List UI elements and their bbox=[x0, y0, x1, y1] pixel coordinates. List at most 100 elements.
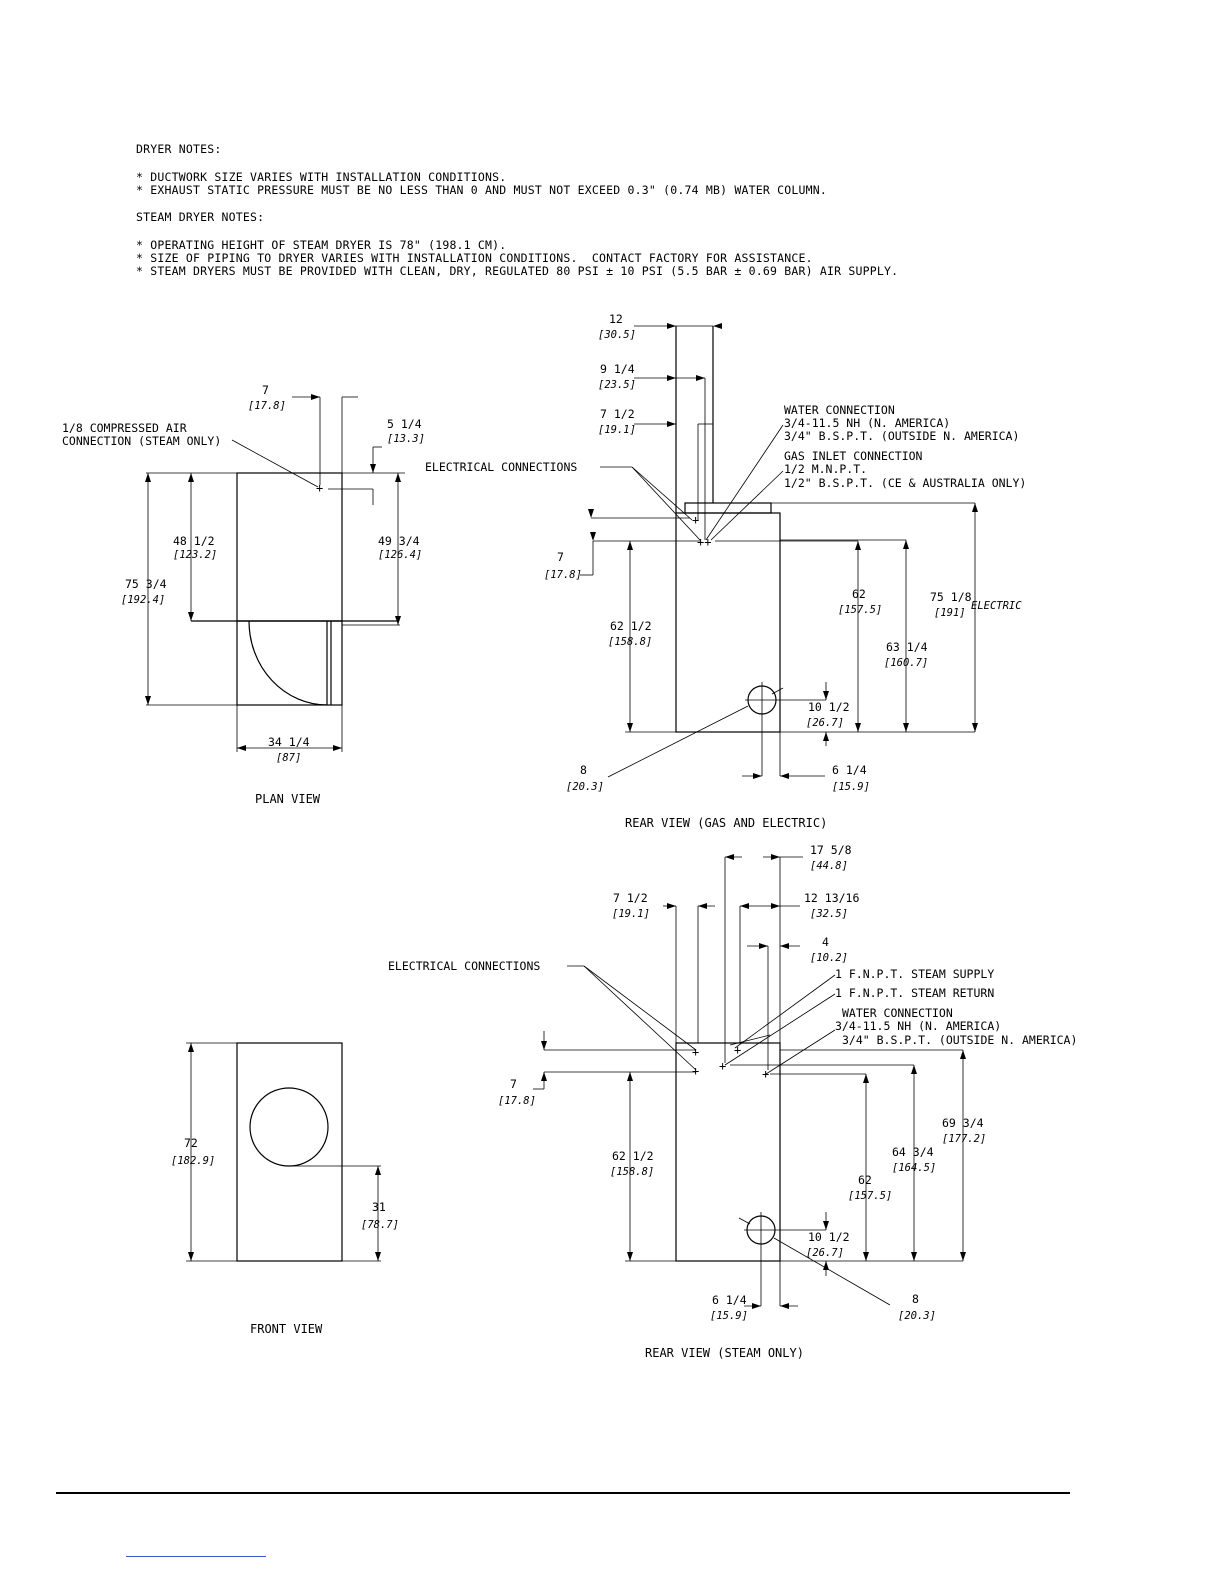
rear-gas-dim-6-1-4: 6 1/4 bbox=[832, 763, 867, 777]
svg-text:+: + bbox=[719, 1059, 726, 1073]
front-dim-72-mm: [182.9] bbox=[171, 1155, 215, 1167]
rear-gas-dim-63-1-4: 63 1/4 bbox=[886, 640, 928, 654]
rear-gas-water-label-3: 3/4" B.S.P.T. (OUTSIDE N. AMERICA) bbox=[784, 429, 1019, 443]
rear-gas-dim-8-mm: [20.3] bbox=[566, 781, 604, 793]
svg-text:+: + bbox=[316, 481, 323, 495]
front-dryer-body bbox=[236, 1042, 343, 1262]
rear-steam-caption: REAR VIEW (STEAM ONLY) bbox=[645, 1346, 804, 1360]
svg-text:+: + bbox=[692, 1064, 699, 1078]
rear-view-gas-electric: + ++ bbox=[425, 312, 1026, 830]
rear-gas-dim-75-1-8: 75 1/8 bbox=[930, 590, 972, 604]
dryer-note-2: * EXHAUST STATIC PRESSURE MUST BE NO LES… bbox=[136, 183, 827, 197]
svg-text:+: + bbox=[762, 1067, 769, 1081]
rear-steam-water-label-2: 3/4-11.5 NH (N. AMERICA) bbox=[835, 1019, 1001, 1033]
rear-steam-dim-6-1-4: 6 1/4 bbox=[712, 1293, 747, 1307]
plan-dim-49-3-4: 49 3/4 bbox=[378, 534, 420, 548]
dryer-note-1: * DUCTWORK SIZE VARIES WITH INSTALLATION… bbox=[136, 170, 507, 184]
steam-note-2: * SIZE OF PIPING TO DRYER VARIES WITH IN… bbox=[136, 251, 813, 265]
plan-view-caption: PLAN VIEW bbox=[255, 792, 321, 806]
rear-steam-dim-62-mm: [157.5] bbox=[848, 1190, 892, 1202]
steam-notes-heading: STEAM DRYER NOTES: bbox=[136, 210, 265, 224]
plan-door-swing bbox=[248, 620, 328, 706]
front-dim-31: 31 bbox=[372, 1200, 386, 1214]
rear-gas-top-duct bbox=[684, 502, 772, 514]
svg-text:+: + bbox=[692, 513, 699, 527]
svg-text:+: + bbox=[734, 1043, 741, 1057]
rear-steam-dim-62-1-2-mm: [158.8] bbox=[610, 1166, 654, 1178]
plan-dryer-body bbox=[236, 472, 343, 622]
rear-gas-water-label-1: WATER CONNECTION bbox=[784, 403, 895, 417]
plan-dim-7-mm: [17.8] bbox=[248, 400, 286, 412]
plan-dim-34-1-4-mm: [87] bbox=[276, 752, 301, 764]
rear-steam-dim-7-1-2: 7 1/2 bbox=[613, 891, 648, 905]
rear-steam-dim-64-3-4: 64 3/4 bbox=[892, 1145, 934, 1159]
plan-dim-7: 7 bbox=[262, 383, 269, 397]
rear-steam-dim-12-13-16: 12 13/16 bbox=[804, 891, 859, 905]
rear-steam-water-label-1: WATER CONNECTION bbox=[842, 1006, 953, 1020]
rear-gas-dim-7-1-2-mm: [19.1] bbox=[598, 424, 636, 436]
rear-gas-dim-10-1-2-mm: [26.7] bbox=[806, 717, 844, 729]
rear-steam-dim-64-3-4-mm: [164.5] bbox=[892, 1162, 936, 1174]
rear-gas-electric-label: ELECTRIC bbox=[971, 600, 1022, 612]
rear-steam-return-label: 1 F.N.P.T. STEAM RETURN bbox=[835, 986, 994, 1000]
rear-steam-dim-17-5-8-mm: [44.8] bbox=[810, 860, 848, 872]
plan-dim-48-1-2: 48 1/2 bbox=[173, 534, 215, 548]
front-view-caption: FRONT VIEW bbox=[250, 1322, 323, 1336]
plan-dim-49-3-4-mm: [126.4] bbox=[378, 549, 422, 561]
plan-dim-34-1-4: 34 1/4 bbox=[268, 735, 310, 749]
rear-gas-dim-7-mm: [17.8] bbox=[544, 569, 582, 581]
dryer-notes-heading: DRYER NOTES: bbox=[136, 142, 222, 156]
rear-gas-gas-label-1: GAS INLET CONNECTION bbox=[784, 449, 923, 463]
plan-dim-5-1-4-mm: [13.3] bbox=[387, 433, 425, 445]
rear-gas-dim-12: 12 bbox=[609, 312, 623, 326]
rear-gas-dim-7: 7 bbox=[557, 550, 564, 564]
rear-gas-dim-62: 62 bbox=[852, 587, 866, 601]
plan-door-area bbox=[236, 620, 343, 706]
rear-gas-dim-8: 8 bbox=[580, 763, 587, 777]
rear-steam-dim-6-1-4-mm: [15.9] bbox=[710, 1310, 748, 1322]
rear-steam-dim-10-1-2: 10 1/2 bbox=[808, 1230, 850, 1244]
rear-steam-electrical-label: ELECTRICAL CONNECTIONS bbox=[388, 959, 540, 973]
rear-steam-dim-69-3-4: 69 3/4 bbox=[942, 1116, 984, 1130]
front-dim-72: 72 bbox=[184, 1136, 198, 1150]
plan-dim-75-3-4-mm: [192.4] bbox=[121, 594, 165, 606]
plan-dim-75-3-4: 75 3/4 bbox=[125, 577, 167, 591]
plan-dim-5-1-4: 5 1/4 bbox=[387, 417, 422, 431]
rear-steam-dryer-body bbox=[675, 1042, 781, 1262]
rear-gas-dim-9-1-4: 9 1/4 bbox=[600, 362, 635, 376]
rear-gas-water-label-2: 3/4-11.5 NH (N. AMERICA) bbox=[784, 416, 950, 430]
rear-steam-dim-62: 62 bbox=[858, 1173, 872, 1187]
plan-compressed-air-label-2: CONNECTION (STEAM ONLY) bbox=[62, 434, 221, 448]
rear-gas-dim-9-1-4-mm: [23.5] bbox=[598, 379, 636, 391]
rear-gas-dim-63-1-4-mm: [160.7] bbox=[884, 657, 928, 669]
plan-compressed-air-label-1: 1/8 COMPRESSED AIR bbox=[62, 421, 187, 435]
rear-gas-electrical-label: ELECTRICAL CONNECTIONS bbox=[425, 460, 577, 474]
rear-gas-caption: REAR VIEW (GAS AND ELECTRIC) bbox=[625, 816, 827, 830]
rear-steam-dim-62-1-2: 62 1/2 bbox=[612, 1149, 654, 1163]
footer-rule bbox=[56, 1492, 1070, 1494]
steam-note-3: * STEAM DRYERS MUST BE PROVIDED WITH CLE… bbox=[136, 264, 899, 278]
rear-steam-dim-8-mm: [20.3] bbox=[898, 1310, 936, 1322]
rear-steam-dim-10-1-2-mm: [26.7] bbox=[806, 1247, 844, 1259]
front-view: 72 [182.9] 31 [78.7] FRONT VIEW bbox=[171, 1042, 399, 1336]
rear-gas-dim-7-1-2: 7 1/2 bbox=[600, 407, 635, 421]
rear-steam-dim-12-13-16-mm: [32.5] bbox=[810, 908, 848, 920]
plan-view: + 1/8 COMPRESSED AIR CONNECTION (STEAM O… bbox=[62, 383, 425, 806]
rear-steam-dim-7: 7 bbox=[510, 1077, 517, 1091]
footer-link-underline[interactable] bbox=[126, 1556, 266, 1557]
rear-gas-gas-label-3: 1/2" B.S.P.T. (CE & AUSTRALIA ONLY) bbox=[784, 476, 1026, 490]
front-dim-31-mm: [78.7] bbox=[361, 1219, 399, 1231]
rear-steam-dim-8: 8 bbox=[912, 1292, 919, 1306]
rear-gas-dim-62-1-2: 62 1/2 bbox=[610, 619, 652, 633]
rear-steam-dim-4-mm: [10.2] bbox=[810, 952, 848, 964]
rear-steam-dim-7-1-2-mm: [19.1] bbox=[612, 908, 650, 920]
rear-steam-dim-17-5-8: 17 5/8 bbox=[810, 843, 852, 857]
rear-gas-dim-6-1-4-mm: [15.9] bbox=[832, 781, 870, 793]
svg-text:+: + bbox=[692, 1045, 699, 1059]
rear-gas-dim-62-mm: [157.5] bbox=[838, 604, 882, 616]
rear-steam-dim-69-3-4-mm: [177.2] bbox=[942, 1133, 986, 1145]
rear-gas-dim-12-mm: [30.5] bbox=[598, 329, 636, 341]
plan-dim-48-1-2-mm: [123.2] bbox=[173, 549, 217, 561]
rear-steam-dim-7-mm: [17.8] bbox=[498, 1095, 536, 1107]
